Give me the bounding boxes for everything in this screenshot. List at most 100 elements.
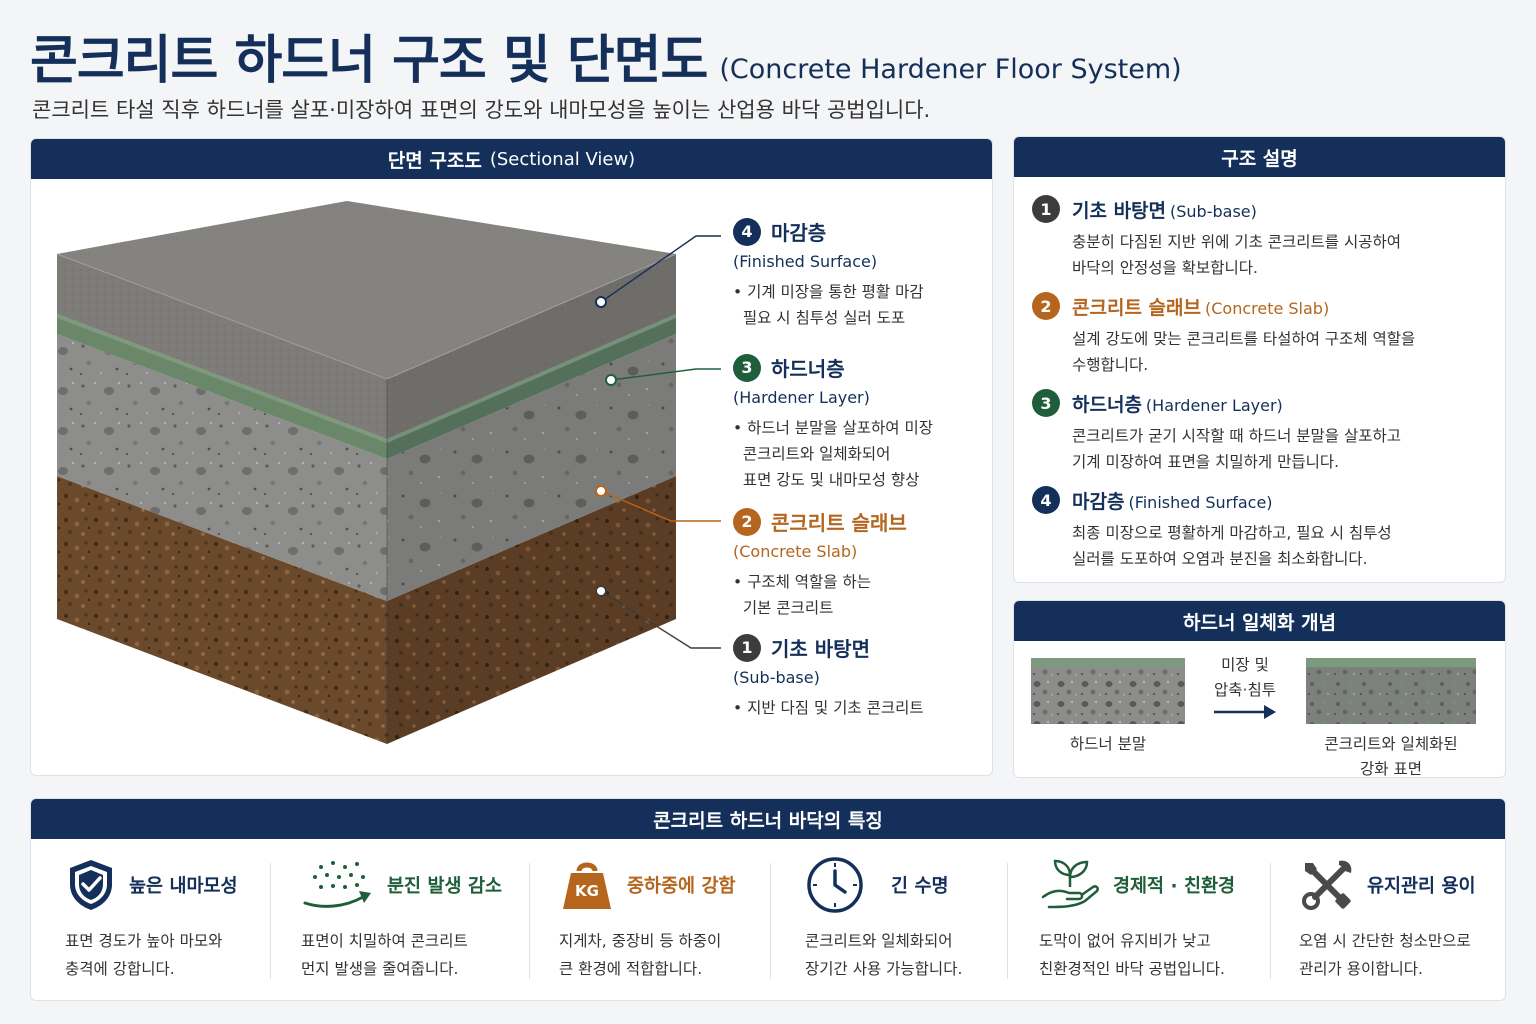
callout-concrete-slab: 2 콘크리트 슬래브 (Concrete Slab) • 구조체 역할을 하는 기…: [733, 507, 907, 621]
arrow-right-icon: [1214, 705, 1276, 719]
feature-name-6: 유지관리 용이: [1367, 876, 1476, 897]
leader-line-4: [600, 235, 721, 303]
callout-number-4: 4: [733, 217, 761, 246]
callout-name-3: 하드너층: [771, 357, 845, 381]
subbase-side-face: [387, 476, 676, 744]
feature-wear-resistance: 높은 내마모성 표면 경도가 높아 마모와 충격에 강합니다.: [65, 855, 285, 985]
callout-number-2: 2: [733, 507, 761, 536]
feature-name-1: 높은 내마모성: [129, 876, 238, 897]
concept-right-label-1: 콘크리트와 일체화된: [1324, 735, 1458, 753]
explanation-desc-3: 콘크리트가 굳기 시작할 때 하드너 분말을 살포하고 기계 미장하여 표면을 …: [1072, 427, 1402, 471]
explanation-number-4: 4: [1032, 486, 1060, 514]
explanation-name-3: 하드너층(Hardener Layer): [1072, 393, 1283, 416]
page-title: 콘크리트 하드너 구조 및 단면도 (Concrete Hardener Flo…: [30, 18, 1182, 93]
callout-number-3: 3: [733, 353, 761, 382]
hardener-front-face: [57, 314, 387, 459]
explanation-desc-4: 최종 미장으로 평활하게 마감하고, 필요 시 침투성 실러를 도포하여 오염과…: [1072, 524, 1392, 568]
title-korean: 콘크리트 하드너 구조 및 단면도: [30, 31, 708, 91]
callout-desc-4: • 기계 미장을 통한 평활 마감 필요 시 침투성 실러 도포: [733, 283, 924, 327]
features-panel: 콘크리트 하드너 바닥의 특징 높은 내마모성 표면 경도가 높아 마모와 충격…: [30, 798, 1506, 1001]
feature-name-3: 중하중에 강함: [627, 876, 736, 897]
callout-en-1: (Sub-base): [733, 668, 820, 687]
title-english: (Concrete Hardener Floor System): [719, 54, 1182, 85]
concept-arrow-label-1: 미장 및: [1221, 656, 1269, 674]
feature-heavy-load: KG 중하중에 강함 지게차, 중장비 등 하중이 큰 환경에 적합합니다.: [559, 855, 789, 985]
concept-arrow-label-2: 압축·침투: [1214, 681, 1276, 699]
explanation-name-4: 마감층(Finished Surface): [1072, 490, 1273, 513]
feature-name-2: 분진 발생 감소: [387, 876, 503, 897]
hardener-side-face: [387, 314, 676, 459]
feature-name-4: 긴 수명: [891, 876, 949, 897]
feature-desc-2: 표면이 치밀하여 콘크리트 먼지 발생을 줄여줍니다.: [301, 932, 468, 978]
feature-desc-1: 표면 경도가 높아 마모와 충격에 강합니다.: [65, 932, 223, 978]
callout-en-3: (Hardener Layer): [733, 388, 870, 407]
explanation-number-2: 2: [1032, 292, 1060, 320]
marker-1: [595, 585, 607, 597]
finish-front-face: [57, 254, 387, 439]
callout-name-4: 마감층: [771, 221, 827, 245]
feature-divider: [270, 863, 271, 979]
explanation-desc-1: 충분히 다짐된 지반 위에 기초 콘크리트를 시공하여 바닥의 안정성을 확보합…: [1072, 233, 1402, 277]
callout-finished-surface: 4 마감층 (Finished Surface) • 기계 미장을 통한 평활 마…: [733, 217, 924, 331]
feature-desc-3: 지게차, 중장비 등 하중이 큰 환경에 적합합니다.: [559, 932, 722, 978]
feature-desc-6: 오염 시 간단한 청소만으로 관리가 용이합니다.: [1299, 932, 1471, 978]
callout-en-4: (Finished Surface): [733, 252, 878, 271]
page-subtitle: 콘크리트 타설 직후 하드너를 살포·미장하여 표면의 강도와 내마모성을 높이…: [32, 98, 931, 122]
features-header: 콘크리트 하드너 바닥의 특징: [31, 799, 1505, 839]
concept-left-label: 하드너 분말: [1069, 735, 1147, 753]
slab-side-face: [387, 334, 676, 601]
dust-reduction-icon: [303, 861, 371, 908]
structure-explanation-panel: 구조 설명 1 기초 바탕면(Sub-base) 충분히 다짐된 지반 위에 기…: [1013, 136, 1506, 583]
callout-desc-1: • 지반 다짐 및 기초 콘크리트: [733, 699, 924, 717]
marker-3: [605, 374, 617, 386]
explanation-number-1: 1: [1032, 195, 1060, 223]
feature-divider: [529, 863, 530, 979]
callout-subbase: 1 기초 바탕면 (Sub-base) • 지반 다짐 및 기초 콘크리트: [733, 633, 924, 721]
slab-front-face: [57, 334, 387, 601]
feature-dust-reduction: 분진 발생 감소 표면이 치밀하여 콘크리트 먼지 발생을 줄여줍니다.: [301, 855, 541, 985]
marker-4: [595, 296, 607, 308]
hardener-powder-swatch: [1031, 658, 1185, 724]
integrated-surface-swatch: [1306, 658, 1476, 724]
hardener-concept-panel: 하드너 일체화 개념 하드너 분말 미장 및 압축·침투: [1013, 600, 1506, 778]
sectional-view-title-en: (Sectional View): [489, 148, 636, 170]
feature-eco-friendly: 경제적 · 친환경 도막이 없어 유지비가 낮고 친환경적인 바닥 공법입니다.: [1039, 855, 1269, 985]
explanation-item-hardener: 3 하드너층(Hardener Layer) 콘크리트가 굳기 시작할 때 하드…: [1032, 389, 1401, 475]
cross-section-block: [56, 201, 721, 744]
callout-number-1: 1: [733, 633, 761, 662]
sectional-view-panel: 단면 구조도 (Sectional View): [30, 138, 993, 776]
feature-long-life: 긴 수명 콘크리트와 일체화되어 장기간 사용 가능합니다.: [805, 855, 1015, 985]
sectional-view-header: 단면 구조도 (Sectional View): [31, 139, 992, 179]
leader-line-3: [610, 368, 721, 381]
feature-desc-4: 콘크리트와 일체화되어 장기간 사용 가능합니다.: [805, 932, 963, 978]
feature-divider: [1270, 863, 1271, 979]
feature-divider: [770, 863, 771, 979]
tools-icon: [1302, 860, 1352, 910]
feature-easy-maintenance: 유지관리 용이 오염 시 간단한 청소만으로 관리가 용이합니다.: [1299, 855, 1499, 985]
callout-en-2: (Concrete Slab): [733, 542, 858, 561]
callout-desc-3: • 하드너 분말을 살포하여 미장 콘크리트와 일체화되어 표면 강도 및 내마…: [733, 419, 933, 489]
explanation-item-subbase: 1 기초 바탕면(Sub-base) 충분히 다짐된 지반 위에 기초 콘크리트…: [1032, 195, 1401, 281]
hardener-concept-header: 하드너 일체화 개념: [1014, 601, 1505, 641]
structure-explanation-header: 구조 설명: [1014, 137, 1505, 177]
callout-name-1: 기초 바탕면: [771, 637, 870, 661]
explanation-number-3: 3: [1032, 389, 1060, 417]
kg-weight-icon: KG: [559, 857, 615, 913]
explanation-item-finish: 4 마감층(Finished Surface) 최종 미장으로 평활하게 마감하…: [1032, 486, 1392, 572]
explanation-name-1: 기초 바탕면(Sub-base): [1072, 199, 1257, 222]
callout-name-2: 콘크리트 슬래브: [771, 511, 907, 535]
explanation-desc-2: 설계 강도에 맞는 콘크리트를 타설하여 구조체 역할을 수행합니다.: [1072, 330, 1416, 374]
explanation-name-2: 콘크리트 슬래브(Concrete Slab): [1072, 296, 1330, 319]
feature-desc-5: 도막이 없어 유지비가 낮고 친환경적인 바닥 공법입니다.: [1039, 932, 1225, 978]
shield-check-icon: [70, 860, 112, 910]
callout-desc-2: • 구조체 역할을 하는 기본 콘크리트: [733, 573, 872, 617]
subbase-front-face: [57, 476, 387, 744]
leader-line-2: [600, 490, 721, 522]
clock-icon: [807, 857, 863, 913]
explanation-item-slab: 2 콘크리트 슬래브(Concrete Slab) 설계 강도에 맞는 콘크리트…: [1032, 292, 1415, 378]
callout-hardener-layer: 3 하드너층 (Hardener Layer) • 하드너 분말을 살포하여 미장…: [733, 353, 933, 493]
plant-hand-icon: [1041, 859, 1099, 909]
marker-2: [595, 485, 607, 497]
kg-weight-text: KG: [575, 882, 599, 900]
concept-right-label-2: 강화 표면: [1360, 760, 1422, 778]
